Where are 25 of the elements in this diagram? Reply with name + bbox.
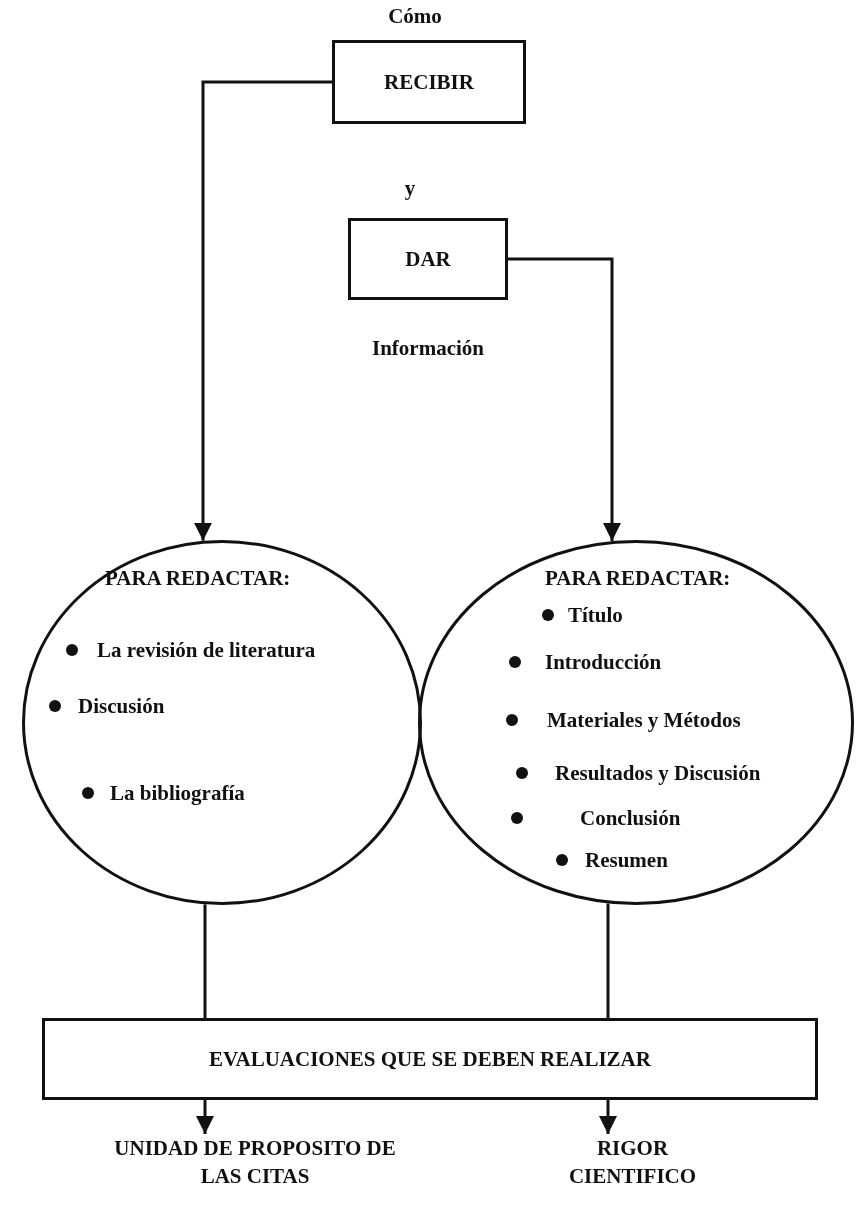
list-item: Título	[568, 603, 623, 628]
caption-text: y	[404, 176, 416, 201]
list-item: La bibliografía	[110, 781, 245, 806]
process-box: RECIBIR	[332, 40, 526, 124]
arrow	[194, 80, 332, 541]
caption-text: Cómo	[388, 4, 442, 29]
arrow	[196, 1100, 214, 1134]
list-item: Introducción	[545, 650, 662, 675]
list-item: Discusión	[78, 694, 165, 719]
list-item: La revisión de literatura	[97, 638, 316, 663]
caption-text: Información	[372, 336, 484, 361]
result-text: UNIDAD DE PROPOSITO DE LAS CITAS	[100, 1134, 410, 1204]
list-item: Resumen	[585, 848, 668, 873]
circle-heading: PARA REDACTAR:	[545, 566, 731, 591]
connector-line	[203, 904, 207, 1018]
arrow	[599, 1100, 617, 1134]
process-box: EVALUACIONES QUE SE DEBEN REALIZAR	[42, 1018, 818, 1100]
circle-heading: PARA REDACTAR:	[105, 566, 291, 591]
result-text: RIGOR CIENTIFICO	[545, 1134, 720, 1204]
list-item: Materiales y Métodos	[547, 708, 741, 733]
process-box: DAR	[348, 218, 508, 300]
list-item: Conclusión	[580, 806, 681, 831]
connector-line	[606, 903, 610, 1018]
list-item: Resultados y Discusión	[555, 761, 761, 786]
arrow	[508, 257, 621, 542]
